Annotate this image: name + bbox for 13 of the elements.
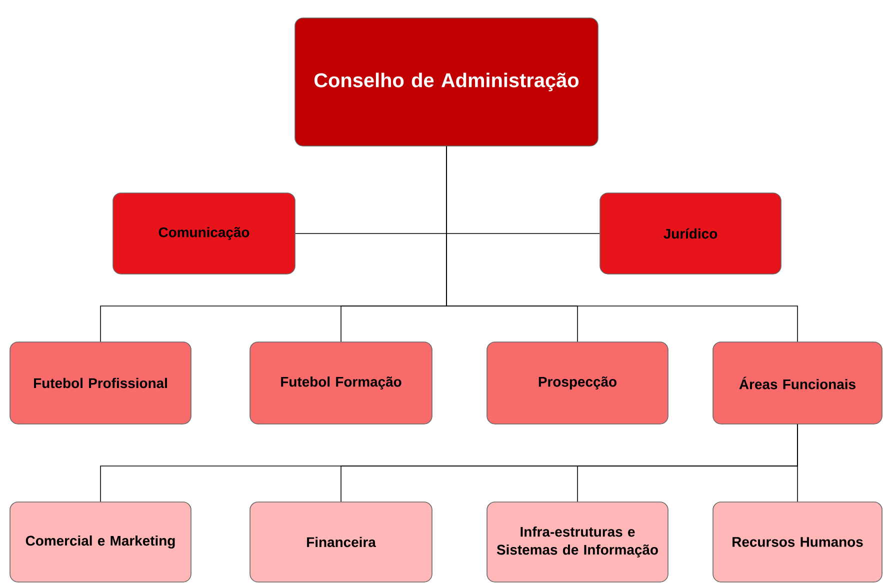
board-box: Conselho de Administração — [294, 18, 598, 146]
department-box: Áreas Funcionais — [712, 342, 882, 424]
department-box: Futebol Profissional — [10, 342, 192, 424]
connector-line — [446, 146, 798, 342]
department-box: Financeira — [250, 502, 432, 582]
connector-line — [797, 424, 798, 502]
department-box: Prospecção — [486, 342, 668, 424]
department-box: Comercial e Marketing — [10, 502, 192, 582]
department-box: Jurídico — [600, 192, 782, 274]
department-box: Comunicação — [112, 192, 296, 274]
department-box: Futebol Formação — [250, 342, 432, 424]
department-box: Recursos Humanos — [712, 502, 882, 582]
department-box: Infra-estruturas e Sistemas de Informação — [486, 502, 668, 582]
